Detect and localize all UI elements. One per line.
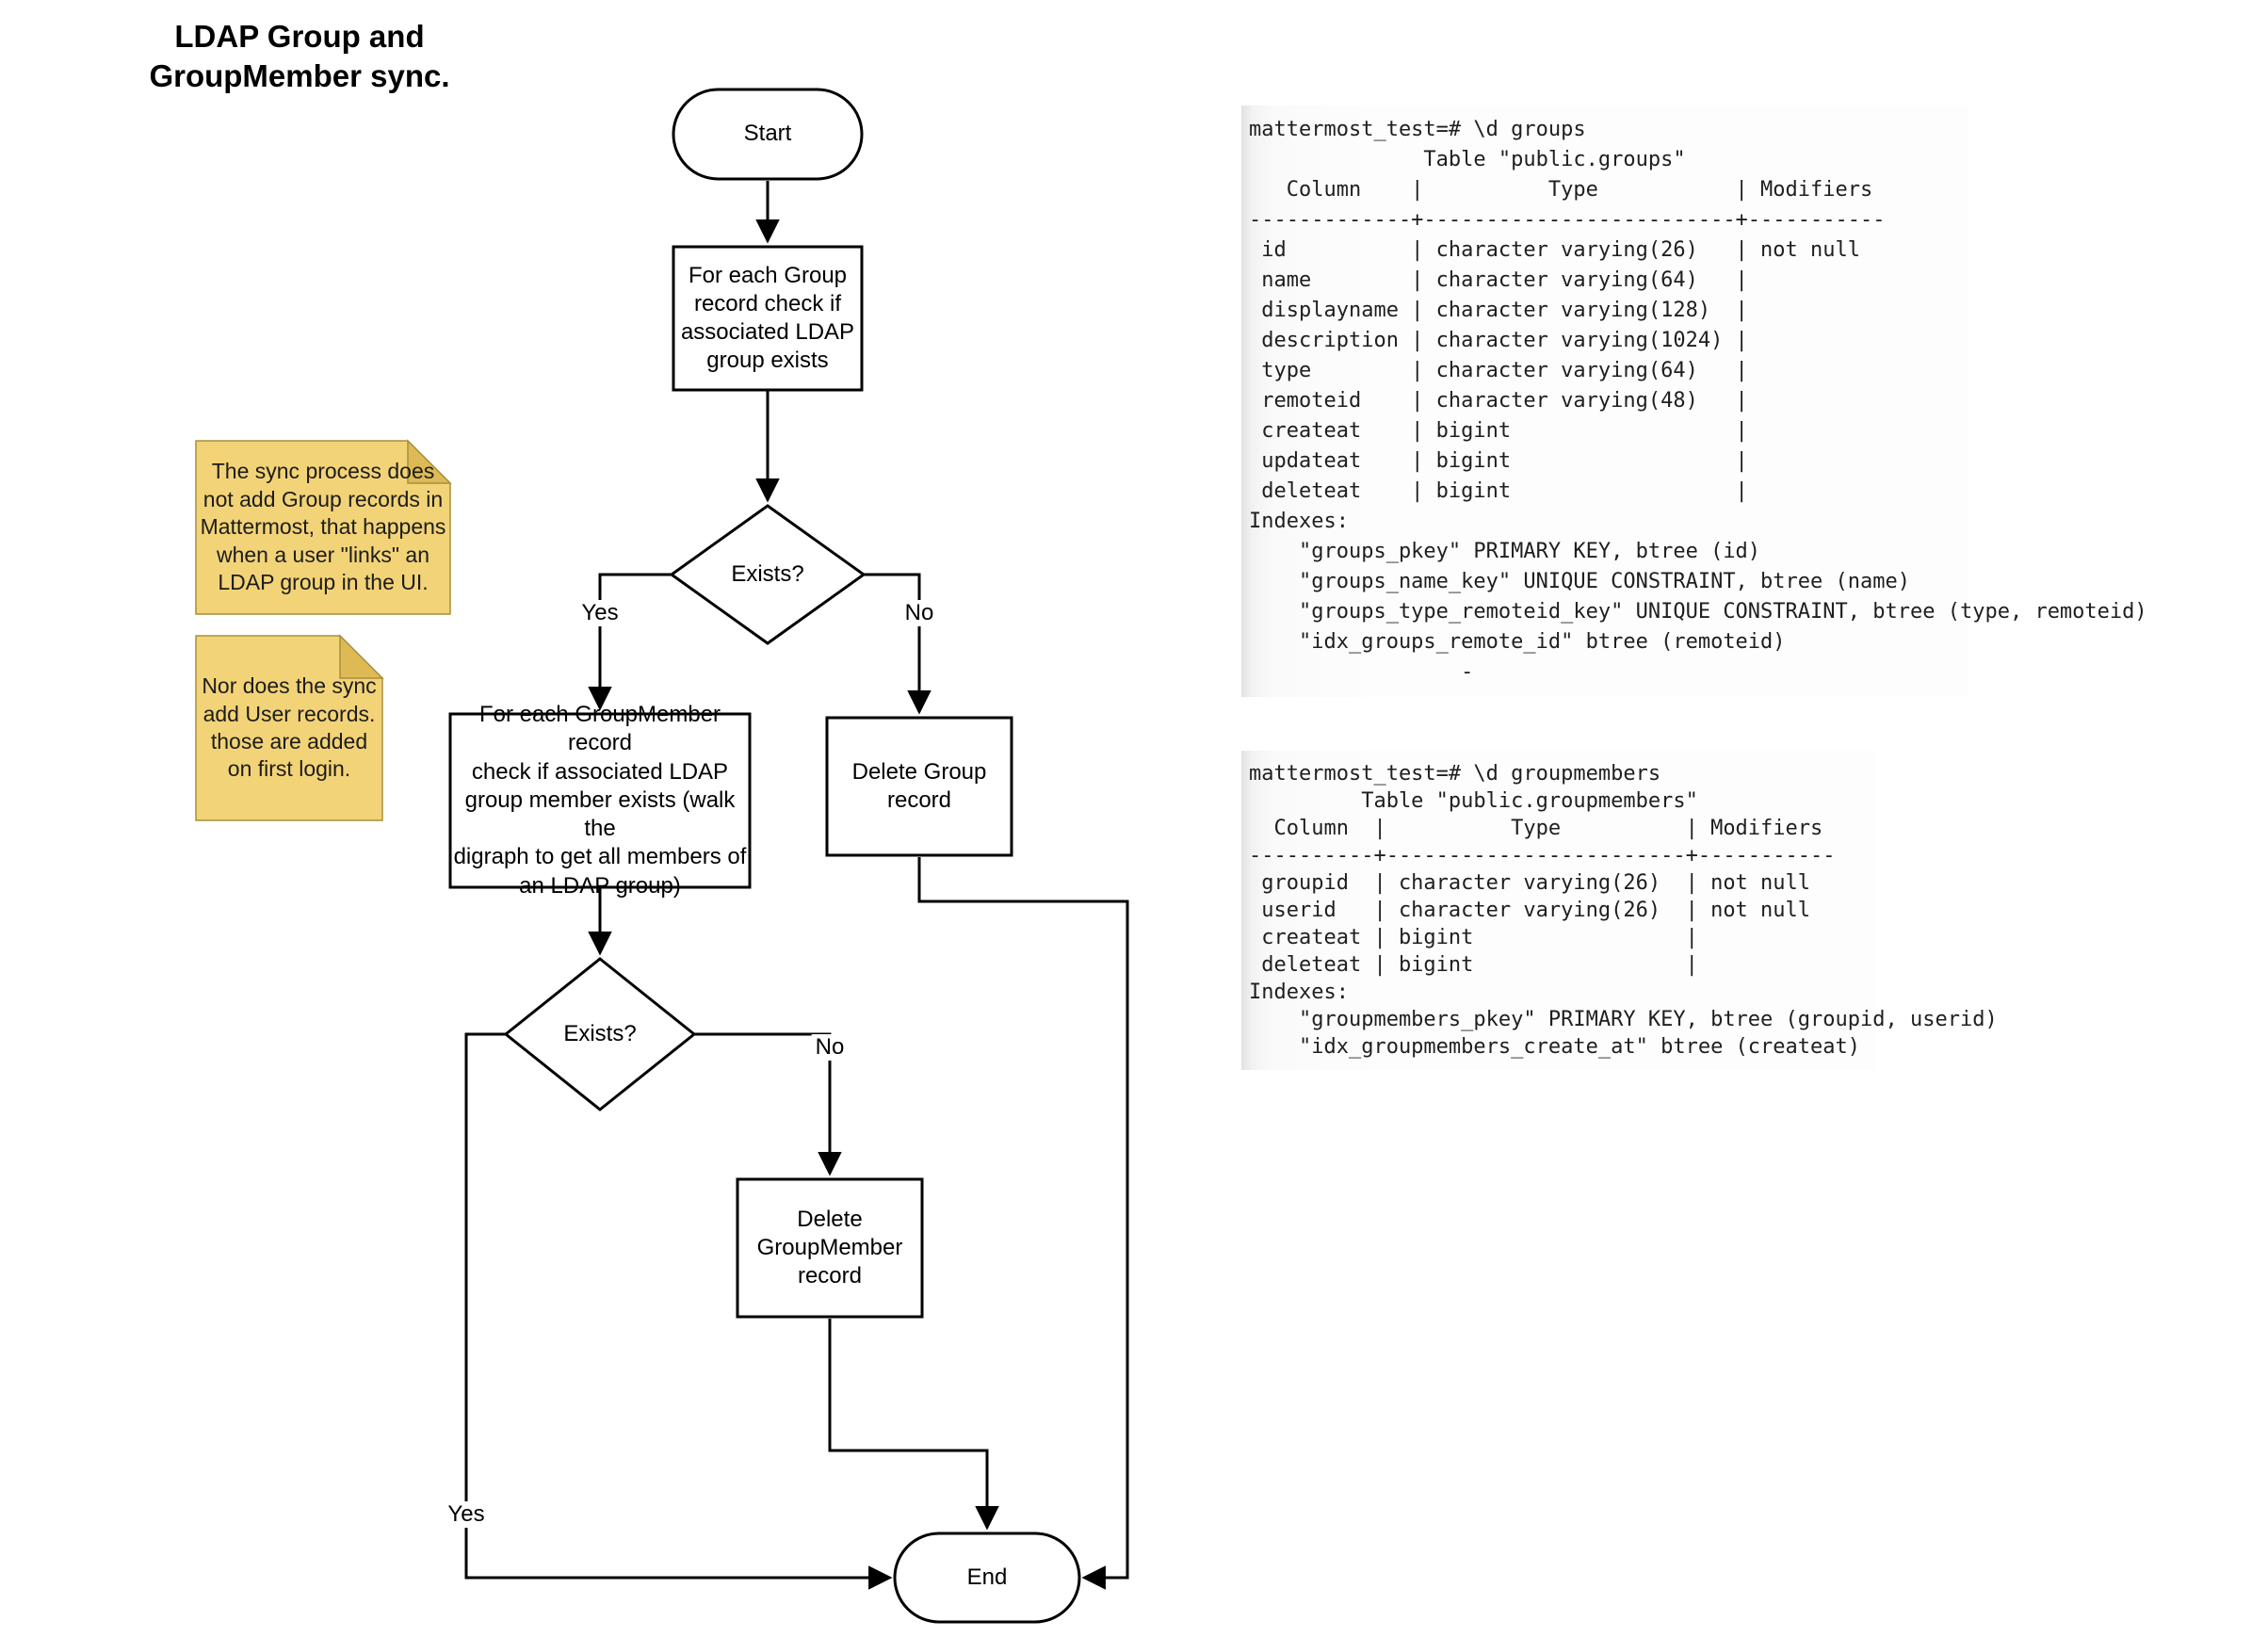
- group-exists-decision-shape: [669, 504, 867, 645]
- member-exists-no-label: No: [811, 1034, 849, 1061]
- psql-groups-table-output: mattermost_test=# \d groups Table "publi…: [1241, 105, 2147, 697]
- sticky-note-1-fold-icon: [407, 439, 452, 484]
- delete-groupmember-node-shape: [736, 1177, 924, 1319]
- delete-groupmember-node-label: Delete GroupMember record: [756, 1206, 903, 1289]
- start-node-shape: [672, 88, 864, 181]
- end-node-label: End: [966, 1564, 1008, 1590]
- sticky-note-2: [195, 635, 383, 821]
- edge-group-exists-yes: [588, 573, 672, 711]
- edge-member-exists-no: [694, 1032, 842, 1176]
- psql-groupmembers-table-text: mattermost_test=# \d groupmembers Table …: [1249, 762, 1998, 1059]
- delete-group-node-shape: [825, 716, 1013, 857]
- sticky-note-1: [195, 440, 451, 615]
- member-exists-yes-label: Yes: [444, 1501, 489, 1528]
- sticky-note-2-text: Nor does the sync add User records. thos…: [202, 673, 377, 782]
- group-exists-yes-label: Yes: [577, 600, 623, 626]
- sticky-note-1-text: The sync process does not add Group reco…: [200, 459, 446, 595]
- flowchart-canvas: [195, 88, 1129, 1624]
- edge-group-exists-no: [864, 573, 932, 715]
- start-node-label: Start: [743, 121, 792, 147]
- edge-member-exists-yes: [464, 1032, 893, 1590]
- end-node-shape: [893, 1532, 1081, 1624]
- check-group-node-label: For each Group record check if associate…: [680, 262, 855, 374]
- delete-group-node-label: Delete Group record: [851, 758, 987, 813]
- sticky-note-2-fold-icon: [339, 634, 384, 679]
- member-exists-decision-shape: [503, 957, 697, 1111]
- check-groupmember-node-shape: [448, 712, 752, 889]
- psql-groupmembers-table-output: mattermost_test=# \d groupmembers Table …: [1241, 751, 1998, 1070]
- edge-delete-group-to-end: [917, 857, 1129, 1590]
- group-exists-decision-label: Exists?: [731, 560, 804, 587]
- check-groupmember-node-label: For each GroupMember record check if ass…: [453, 702, 747, 899]
- edge-delete-groupmember-to-end: [828, 1319, 999, 1531]
- page-title: LDAP Group and GroupMember sync.: [149, 19, 450, 94]
- group-exists-no-label: No: [900, 600, 938, 626]
- psql-groups-table-text: mattermost_test=# \d groups Table "publi…: [1249, 118, 2147, 684]
- check-group-node-shape: [672, 245, 864, 392]
- member-exists-decision-label: Exists?: [563, 1020, 637, 1046]
